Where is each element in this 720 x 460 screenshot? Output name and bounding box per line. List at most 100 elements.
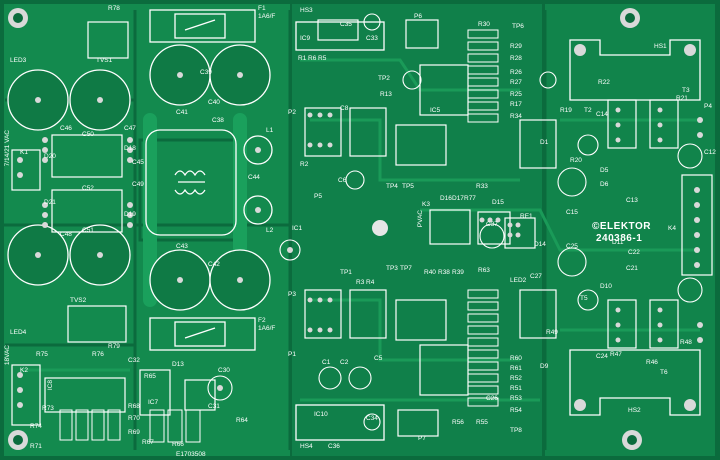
ref-r68: R68 — [128, 403, 140, 410]
ref-d1: D1 — [540, 139, 549, 146]
ref-c43: C43 — [176, 243, 188, 250]
ref-c35: C35 — [340, 21, 352, 28]
ref-c37: C37 — [486, 221, 498, 228]
ref-r49: R49 — [546, 329, 558, 336]
ref-c30: C30 — [218, 367, 230, 374]
ref-led3: LED3 — [10, 57, 27, 64]
ref-r13: R13 — [380, 91, 392, 98]
ref-r60: R60 — [510, 355, 522, 362]
ref-r52: R52 — [510, 375, 522, 382]
ref-r39: R39 — [452, 269, 464, 276]
ref-d21: D21 — [44, 199, 56, 206]
ref-c32: C32 — [128, 357, 140, 364]
ref-ic10: IC10 — [314, 411, 328, 418]
ref-c48: C48 — [60, 231, 72, 238]
ref-led2: LED2 — [510, 277, 527, 284]
ref-r71: R71 — [30, 443, 42, 450]
ref-c5: C5 — [374, 355, 383, 362]
ref-tp7: TP7 — [400, 265, 412, 272]
ref-tvs1: TVS1 — [96, 57, 113, 64]
ref-c45: C45 — [132, 159, 144, 166]
ref-k2: K2 — [20, 367, 28, 374]
ref-tp5: TP5 — [402, 183, 414, 190]
ref-d9: D9 — [540, 363, 549, 370]
ref-k1: K1 — [20, 149, 28, 156]
ref-c52: C52 — [82, 185, 94, 192]
ref-c8: C8 — [340, 105, 349, 112]
ref-r34: R34 — [510, 113, 522, 120]
ref-r27: R27 — [510, 79, 522, 86]
ref-r56: R56 — [452, 419, 464, 426]
ref-r20: R20 — [570, 157, 582, 164]
ref-r64: R64 — [236, 417, 248, 424]
ref-tp4: TP4 — [386, 183, 398, 190]
ref-l1: L1 — [266, 127, 274, 134]
ref-d20: D20 — [44, 153, 56, 160]
ref-r67: R67 — [142, 439, 154, 446]
ref-c33: C33 — [366, 35, 378, 42]
ref-tp6: TP6 — [512, 23, 524, 30]
ref-p1: P1 — [288, 351, 296, 358]
ref-r17: R17 — [510, 101, 522, 108]
ref-c31: C31 — [208, 403, 220, 410]
ref-d5: D5 — [600, 167, 609, 174]
ref-r1: R1 — [298, 55, 307, 62]
ref-c42: C42 — [208, 261, 220, 268]
ref-r77: R77 — [464, 195, 476, 202]
ref-r4: R4 — [366, 279, 375, 286]
ref-r63: R63 — [478, 267, 490, 274]
ref-f1-value: 1A6/F — [258, 13, 276, 20]
ref-r75: R75 — [36, 351, 48, 358]
ref-r5: R5 — [318, 55, 327, 62]
ref-c27: C27 — [530, 273, 542, 280]
ref-c21: C21 — [626, 265, 638, 272]
ref-ic7: IC7 — [148, 399, 159, 406]
ref-c38: C38 — [212, 117, 224, 124]
ref-r76: R76 — [92, 351, 104, 358]
ref-r73: R73 — [42, 405, 54, 412]
ref-led4: LED4 — [10, 329, 27, 336]
ref-t6: T6 — [660, 369, 668, 376]
ref-c1: C1 — [322, 359, 331, 366]
ref-t5: T5 — [580, 295, 588, 302]
ref-c25: C25 — [566, 243, 578, 250]
ref-r40: R40 — [424, 269, 436, 276]
ref-c6: C6 — [338, 177, 347, 184]
ref-d14: D14 — [534, 241, 546, 248]
ref-c15: C15 — [566, 209, 578, 216]
ref-c12: C12 — [704, 149, 716, 156]
copyright-symbol: © — [592, 221, 600, 232]
ref-d19: D19 — [124, 211, 136, 218]
ref-r61: R61 — [510, 365, 522, 372]
ref-r51: R51 — [510, 385, 522, 392]
ref-c2: C2 — [340, 359, 349, 366]
ref-p5: P5 — [314, 193, 322, 200]
ref-hs2: HS2 — [628, 407, 641, 414]
ref-c49: C49 — [132, 181, 144, 188]
ref-d15: D15 — [492, 199, 504, 206]
ref-r47: R47 — [610, 351, 622, 358]
ref-tvs2: TVS2 — [70, 297, 87, 304]
ref-f1: F1 — [258, 5, 266, 12]
ref-ic5: IC5 — [430, 107, 441, 114]
ref-r25: R25 — [510, 91, 522, 98]
ref-r53: R53 — [510, 395, 522, 402]
ref-hs3: HS3 — [300, 7, 313, 14]
ref-r70: R70 — [128, 415, 140, 422]
ref-c26: C26 — [486, 395, 498, 402]
ref-r65: R65 — [144, 373, 156, 380]
ref-d10: D10 — [600, 283, 612, 290]
ref-r29: R29 — [510, 43, 522, 50]
ref-p7: P7 — [418, 435, 426, 442]
ref-r19: R19 — [560, 107, 572, 114]
board-code: 240386-1 — [596, 233, 643, 244]
ref-hs1: HS1 — [654, 43, 667, 50]
ref-d13: D13 — [172, 361, 184, 368]
ref-r6: R6 — [308, 55, 317, 62]
ref-c24: C24 — [596, 353, 608, 360]
ref-d17: D17 — [452, 195, 464, 202]
ref-d11: D11 — [612, 239, 624, 246]
ref-p2: P2 — [288, 109, 296, 116]
ref-c47: C47 — [124, 125, 136, 132]
